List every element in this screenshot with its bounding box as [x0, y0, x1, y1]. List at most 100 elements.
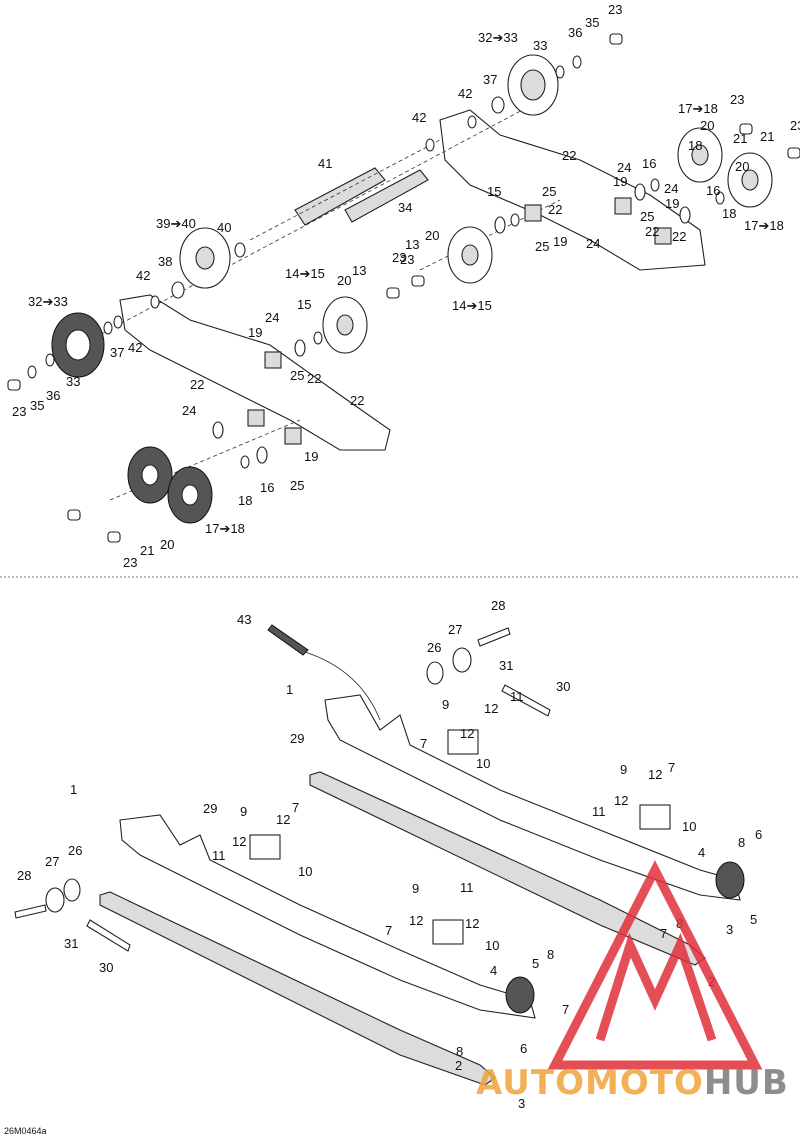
rear-suspension-arm-assembly	[7, 33, 800, 543]
callout-label: 10	[485, 938, 499, 953]
callout-label: 9	[240, 804, 247, 819]
wheel-17-18-d	[167, 466, 213, 524]
callout-label: 32➔33	[478, 30, 518, 45]
callout-label: 10	[682, 819, 696, 834]
wheel-14-15-a	[447, 226, 493, 284]
callout-label: 13	[352, 263, 366, 278]
callout-label: 15	[297, 297, 311, 312]
shaft-34	[344, 169, 429, 223]
callout-label: 7	[292, 800, 299, 815]
ring-26-b	[63, 878, 81, 902]
callout-label: 21	[760, 129, 774, 144]
callout-label: 16	[706, 183, 720, 198]
callout-label: 20	[700, 118, 714, 133]
watermark-letter-m	[595, 932, 717, 1042]
callout-label: 4	[698, 845, 705, 860]
callout-label: 12	[276, 812, 290, 827]
callout-label: 24	[265, 310, 279, 325]
callout-label: 33	[66, 374, 80, 389]
callout-label: 25	[290, 478, 304, 493]
callout-label: 22	[548, 202, 562, 217]
callout-label: 9	[412, 881, 419, 896]
shaft-41	[294, 167, 386, 226]
wheel-39-40	[179, 227, 231, 289]
callout-label: 16	[642, 156, 656, 171]
callout-label: 23	[400, 252, 414, 267]
wheel-14-15-b	[322, 296, 368, 354]
callout-label: 41	[318, 156, 332, 171]
callout-label: 18	[688, 138, 702, 153]
callout-label: 26	[427, 640, 441, 655]
bolt-30-b	[86, 919, 131, 952]
wheel-17-18-a	[677, 127, 723, 183]
callout-label: 35	[30, 398, 44, 413]
callout-label: 12	[484, 701, 498, 716]
callout-label: 18	[238, 493, 252, 508]
callout-label: 23	[12, 404, 26, 419]
callout-label: 38	[158, 254, 172, 269]
callout-label: 17➔18	[744, 218, 784, 233]
callout-label: 31	[499, 658, 513, 673]
watermark-triangle	[547, 860, 763, 1070]
callout-label: 2	[455, 1058, 462, 1073]
callout-label: 17➔18	[205, 521, 245, 536]
callout-label: 12	[232, 834, 246, 849]
wheel-32-33-top	[507, 54, 559, 116]
callout-label: 31	[64, 936, 78, 951]
callout-label: 24	[182, 403, 196, 418]
callout-label: 39➔40	[156, 216, 196, 231]
callout-label: 36	[568, 25, 582, 40]
callout-label: 6	[755, 827, 762, 842]
callout-label: 7	[420, 736, 427, 751]
callout-label: 7	[668, 760, 675, 775]
callout-label: 4	[490, 963, 497, 978]
lower-frame	[119, 294, 391, 451]
callout-label: 8	[738, 835, 745, 850]
callout-label: 1	[70, 782, 77, 797]
end-cap-5-a	[715, 861, 745, 899]
callout-label: 15	[487, 184, 501, 199]
bolt-30-a	[501, 684, 551, 717]
callout-label: 25	[640, 209, 654, 224]
callout-label: 16	[260, 480, 274, 495]
callout-label: 9	[442, 697, 449, 712]
callout-label: 5	[750, 912, 757, 927]
callout-label: 20	[160, 537, 174, 552]
callout-label: 13	[405, 237, 419, 252]
callout-label: 24	[617, 160, 631, 175]
callout-label: 6	[520, 1041, 527, 1056]
callout-label: 22	[562, 148, 576, 163]
watermark-logo: AUTOMOTOHUB	[476, 860, 789, 1103]
callout-label: 19	[553, 234, 567, 249]
callout-label: 43	[237, 612, 251, 627]
block-9-b	[639, 804, 671, 830]
callout-label: 11	[460, 880, 474, 895]
callout-label: 22	[350, 393, 364, 408]
callout-label: 29	[203, 801, 217, 816]
callout-label: 23	[608, 2, 622, 17]
callout-label: 25	[542, 184, 556, 199]
callout-label: 37	[483, 72, 497, 87]
callout-label: 10	[476, 756, 490, 771]
callout-label: 23	[392, 250, 406, 265]
callout-label: 21	[733, 131, 747, 146]
callout-label: 7	[660, 926, 667, 941]
callout-label: 11	[510, 689, 524, 704]
callout-label: 18	[722, 206, 736, 221]
callout-label: 14➔15	[452, 298, 492, 313]
callout-label: 23	[123, 555, 137, 570]
callout-label: 27	[448, 622, 462, 637]
callout-label: 11	[592, 804, 606, 819]
bolt-28-b	[14, 904, 47, 919]
callout-label: 37	[110, 345, 124, 360]
callout-label: 20	[425, 228, 439, 243]
callout-label: 19	[304, 449, 318, 464]
callout-label: 36	[46, 388, 60, 403]
slide-lower	[99, 891, 496, 1086]
ring-26-a	[426, 661, 444, 685]
watermark-text: AUTOMOTOHUB	[476, 1063, 789, 1103]
callout-label: 22	[672, 229, 686, 244]
